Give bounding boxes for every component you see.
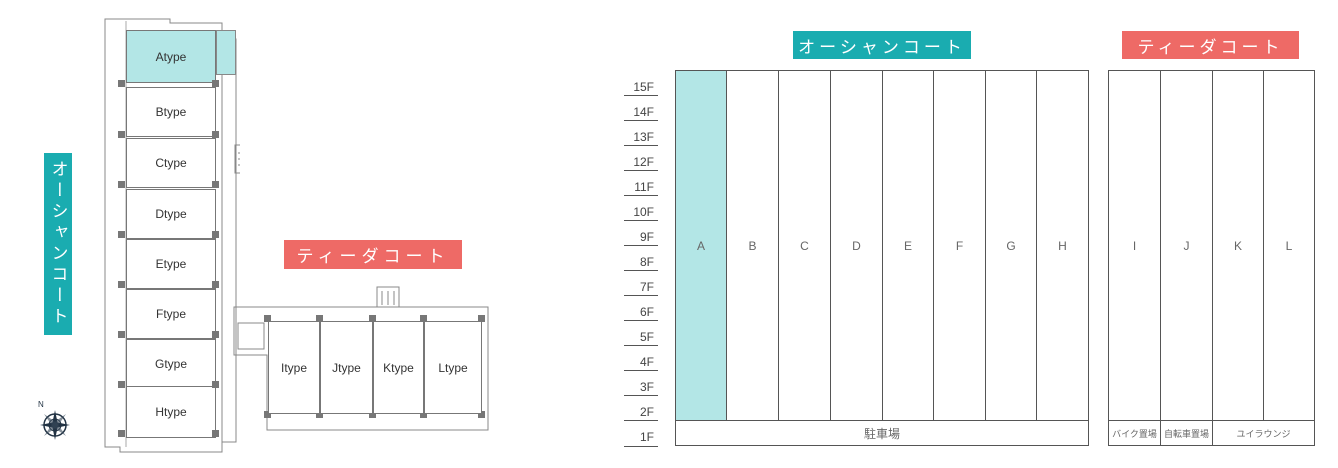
unit-h: Htype [126,386,216,438]
ocean-pillars [118,80,219,437]
floor-label: 1F [639,430,654,444]
ocean-court-section-label: オーシャンコート [793,31,971,59]
column-label: H [1058,238,1067,253]
column-label: G [1006,238,1016,253]
unit-a: Atype [126,30,216,83]
column-a: A [675,70,727,421]
ocean-ground-floor: 駐車場 [675,420,1089,446]
unit-d: Dtype [126,189,216,239]
column-label: A [696,238,705,253]
unit-label: Ftype [155,307,186,321]
ocean-court-vertical-label: オーシャンコート [44,153,72,335]
unit-label: Dtype [155,207,187,221]
column-label: K [1233,238,1242,253]
unit-a-entrance [216,30,236,75]
unit-k: Ktype [373,321,424,414]
column-label: F [955,238,964,253]
floor-label: 11F [634,180,654,194]
compass-icon: N [38,400,70,440]
column-h: H [1036,70,1089,421]
unit-e: Etype [126,239,216,289]
floor-label: 2F [639,405,654,419]
unit-j: Jtype [320,321,373,414]
column-f: F [933,70,986,421]
unit-b: Btype [126,87,216,137]
floor-label: 4F [639,355,654,369]
unit-label: Ltype [438,360,468,375]
column-label: E [903,238,912,253]
column-b: B [726,70,779,421]
unit-i: Itype [268,321,320,414]
column-g: G [985,70,1037,421]
ground-label: バイク置場 [1112,428,1157,439]
floor-label: 8F [639,255,654,269]
floor-label: 15F [633,80,654,94]
column-label: B [748,238,757,253]
unit-label: Htype [155,405,187,419]
unit-g: Gtype [126,339,216,389]
floor-label: 6F [639,305,654,319]
column-l: L [1263,70,1315,421]
bike-parking: バイク置場 [1108,420,1161,446]
tida-plan-outline [233,286,489,431]
floor-label: 14F [633,105,654,119]
column-label: I [1132,238,1137,253]
ground-label: ユイラウンジ [1236,428,1291,439]
tida-court-plan-label: ティーダコート [284,240,462,269]
column-e: E [882,70,934,421]
floor-label: 12F [633,155,654,169]
unit-label: Etype [155,257,187,271]
ground-label: 駐車場 [863,426,900,441]
floor-label: 3F [639,380,654,394]
column-c: C [778,70,831,421]
column-k: K [1212,70,1264,421]
column-label: J [1183,238,1190,253]
column-j: J [1160,70,1213,421]
floor-label: 13F [633,130,654,144]
unit-label: Ctype [155,156,187,170]
bicycle-parking: 自転車置場 [1160,420,1213,446]
unit-l: Ltype [424,321,482,414]
unit-label: Atype [155,49,187,64]
ground-label: 自転車置場 [1163,428,1209,439]
unit-label: Jtype [332,360,361,375]
yui-lounge: ユイラウンジ [1212,420,1315,446]
unit-c: Ctype [126,138,216,188]
floor-label: 9F [639,230,654,244]
unit-label: Ktype [383,360,414,375]
column-d: D [830,70,883,421]
column-label: L [1285,238,1293,253]
tida-court-section-label: ティーダコート [1122,31,1299,59]
floor-label: 10F [633,205,654,219]
column-i: I [1108,70,1161,421]
unit-label: Itype [280,360,307,375]
column-label: D [852,238,861,253]
floor-label: 7F [639,280,654,294]
floor-label: 5F [639,330,654,344]
column-label: C [800,238,809,253]
unit-label: Gtype [154,357,187,371]
unit-f: Ftype [126,289,216,339]
compass-north-letter: N [38,400,44,409]
unit-label: Btype [155,105,187,119]
